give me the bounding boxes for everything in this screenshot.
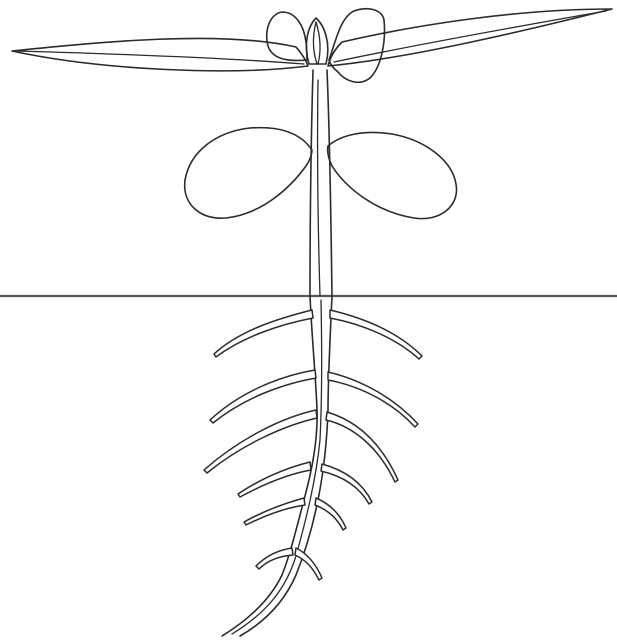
leaf-upper-left-long [12,38,308,70]
lateral-root-left-4 [238,462,311,497]
lateral-root-left-3 [204,410,317,473]
cotyledon-left [185,128,312,219]
apical-bud [306,18,327,64]
leaf-upper-right-long [328,9,612,66]
lateral-root-left-1 [214,310,313,357]
stem [310,70,332,296]
main-root [222,296,332,636]
lateral-root-right-4 [321,464,372,504]
lateral-root-left-5 [244,498,305,525]
leaf-upper-right-round [329,9,384,83]
lateral-root-right-5 [315,498,346,530]
cotyledon-right [328,133,457,219]
lateral-root-right-6 [295,548,322,580]
lateral-root-right-1 [330,310,422,359]
